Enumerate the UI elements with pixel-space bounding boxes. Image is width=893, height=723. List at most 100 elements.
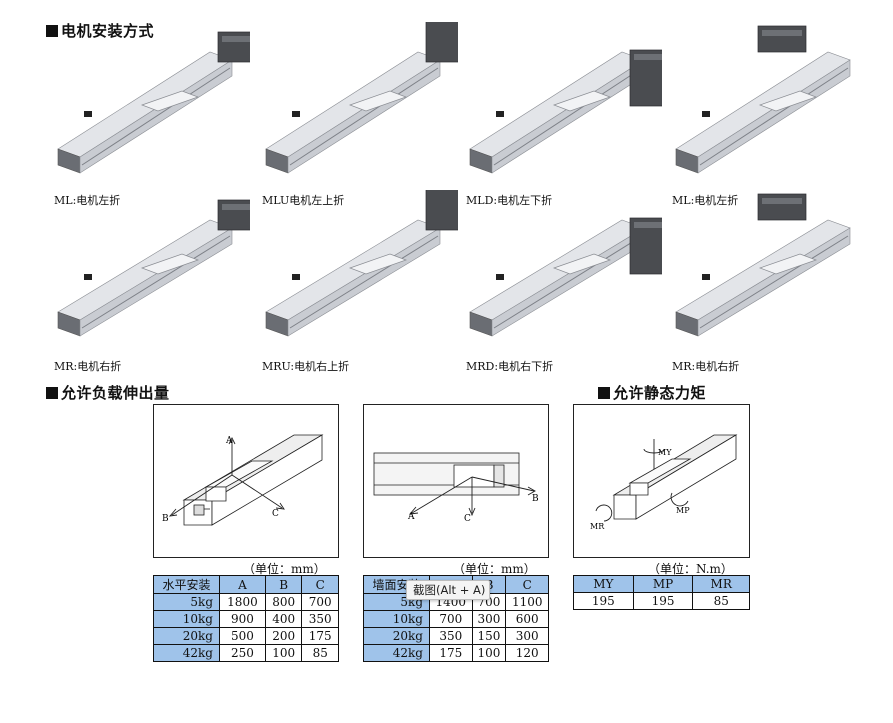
table-cell: 350 — [429, 627, 473, 645]
carriage-plate — [140, 90, 200, 112]
moment-mp-label: MP — [676, 506, 690, 515]
table-row: 20kg 350 150 300 — [363, 627, 549, 645]
mount-caption: MLD:电机左下折 — [466, 194, 553, 207]
motor-cover — [634, 54, 662, 60]
table-cell: 195 — [632, 592, 694, 610]
motor-cover — [222, 204, 250, 210]
table-cell: 175 — [301, 627, 339, 645]
table-cell: 800 — [264, 593, 303, 611]
linear-module-ml-image — [57, 31, 250, 174]
wall-module-drawing: A B C — [373, 452, 539, 524]
sensor-icon — [702, 111, 710, 117]
sensor-icon — [496, 111, 504, 117]
mount-cell-2: MLU电机左上折 — [258, 22, 458, 207]
mount-cell-1: ML:电机左折 — [50, 22, 250, 207]
rail-groove — [699, 67, 849, 166]
carriage-plate — [348, 90, 408, 112]
linear-module-mld-image — [469, 49, 662, 174]
table-row: 10kg 900 400 350 — [153, 610, 339, 628]
table-header-row: 水平安装 A B C — [153, 575, 339, 594]
table-header-cell: 水平安装 — [153, 575, 220, 594]
motor-block — [757, 193, 807, 221]
linear-module-mr-image — [57, 199, 250, 337]
table-row: 5kg 1800 800 700 — [153, 593, 339, 611]
motor-cover — [762, 30, 802, 36]
table-cell: 120 — [505, 644, 549, 662]
table-row: 42kg 175 100 120 — [363, 644, 549, 662]
carriage-plate — [552, 253, 612, 275]
table-cell: 5kg — [153, 593, 220, 611]
table-cell: 42kg — [153, 644, 220, 662]
table-cell: 20kg — [363, 627, 430, 645]
linear-module-mr-top-image — [675, 193, 851, 337]
table-row: 20kg 500 200 175 — [153, 627, 339, 645]
table-header-cell: MP — [632, 575, 694, 593]
mount-caption: ML:电机左折 — [672, 194, 739, 207]
rail-top-face — [265, 219, 441, 321]
moment-table: MY MP MR 195 195 85 — [573, 575, 750, 610]
sensor-icon — [292, 274, 300, 280]
table-row: 42kg 250 100 85 — [153, 644, 339, 662]
rail-groove — [289, 235, 439, 329]
sensor-icon — [84, 274, 92, 280]
horizontal-module-drawing: A B C — [162, 434, 324, 526]
table-header-row: MY MP MR — [573, 575, 750, 593]
table-row: 195 195 85 — [573, 592, 750, 610]
rail-groove — [289, 67, 439, 166]
moment-module-drawing: MY MP MR — [590, 434, 738, 531]
table-row: 10kg 700 300 600 — [363, 610, 549, 628]
table-cell: 175 — [429, 644, 473, 662]
linear-module-mlu-image — [265, 22, 458, 174]
mount-cell-4: ML:电机左折 — [668, 22, 868, 207]
mount-caption: MLU电机左上折 — [262, 194, 345, 207]
motor-cover — [634, 222, 662, 228]
rail-top-face — [675, 219, 851, 321]
table-header-cell: A — [219, 575, 266, 594]
carriage-plate — [758, 253, 818, 275]
mount-cell-7: MRD:电机右下折 — [462, 190, 662, 373]
section-title-moment: 允许静态力矩 — [598, 382, 706, 403]
mount-cell-6: MRU:电机右上折 — [258, 190, 458, 373]
section-title-load: 允许负载伸出量 — [46, 382, 170, 403]
table-cell: 150 — [471, 627, 507, 645]
table-cell: 700 — [301, 593, 339, 611]
section-title-mounting: 电机安装方式 — [46, 20, 154, 41]
mount-cell-8: MR:电机右折 — [668, 190, 868, 373]
table-cell: 85 — [692, 592, 750, 610]
mount-caption: MRU:电机右上折 — [262, 360, 350, 373]
table-cell: 10kg — [363, 610, 430, 628]
carriage-plate — [348, 253, 408, 275]
table-header-cell: B — [264, 575, 303, 594]
table-cell: 200 — [264, 627, 303, 645]
table-cell: 600 — [505, 610, 549, 628]
table-cell: 250 — [219, 644, 266, 662]
rail-groove — [493, 67, 643, 166]
mount-caption: MR:电机右折 — [672, 360, 740, 373]
mount-caption: MRD:电机右下折 — [466, 360, 554, 373]
unit-label-wall: （单位：mm） — [453, 562, 536, 576]
sensor-icon — [702, 274, 710, 280]
rail-top-face — [57, 219, 233, 321]
table-header-cell: MR — [692, 575, 750, 593]
table-cell: 300 — [505, 627, 549, 645]
mount-cell-3: MLD:电机左下折 — [462, 22, 662, 207]
rail-groove — [81, 235, 231, 329]
table-cell: 700 — [429, 610, 473, 628]
sensor-icon — [84, 111, 92, 117]
table-cell: 20kg — [153, 627, 220, 645]
horizontal-load-table: 水平安装 A B C 5kg 1800 800 700 10kg 900 400… — [153, 575, 339, 662]
table-header-cell: MY — [573, 575, 634, 593]
table-row: 5kg 1400 700 1100 — [363, 593, 549, 611]
linear-module-mrd-image — [469, 217, 662, 337]
table-cell: 500 — [219, 627, 266, 645]
table-cell: 100 — [264, 644, 303, 662]
table-cell: 42kg — [363, 644, 430, 662]
moment-diagram: MY MP MR — [573, 404, 750, 558]
square-bullet-icon — [598, 387, 610, 399]
table-cell: 1800 — [219, 593, 266, 611]
unit-label-moment: （单位：N.m） — [648, 562, 733, 576]
table-cell: 900 — [219, 610, 266, 628]
square-bullet-icon — [46, 387, 58, 399]
mount-caption: MR:电机右折 — [54, 360, 122, 373]
table-header-cell: C — [301, 575, 339, 594]
